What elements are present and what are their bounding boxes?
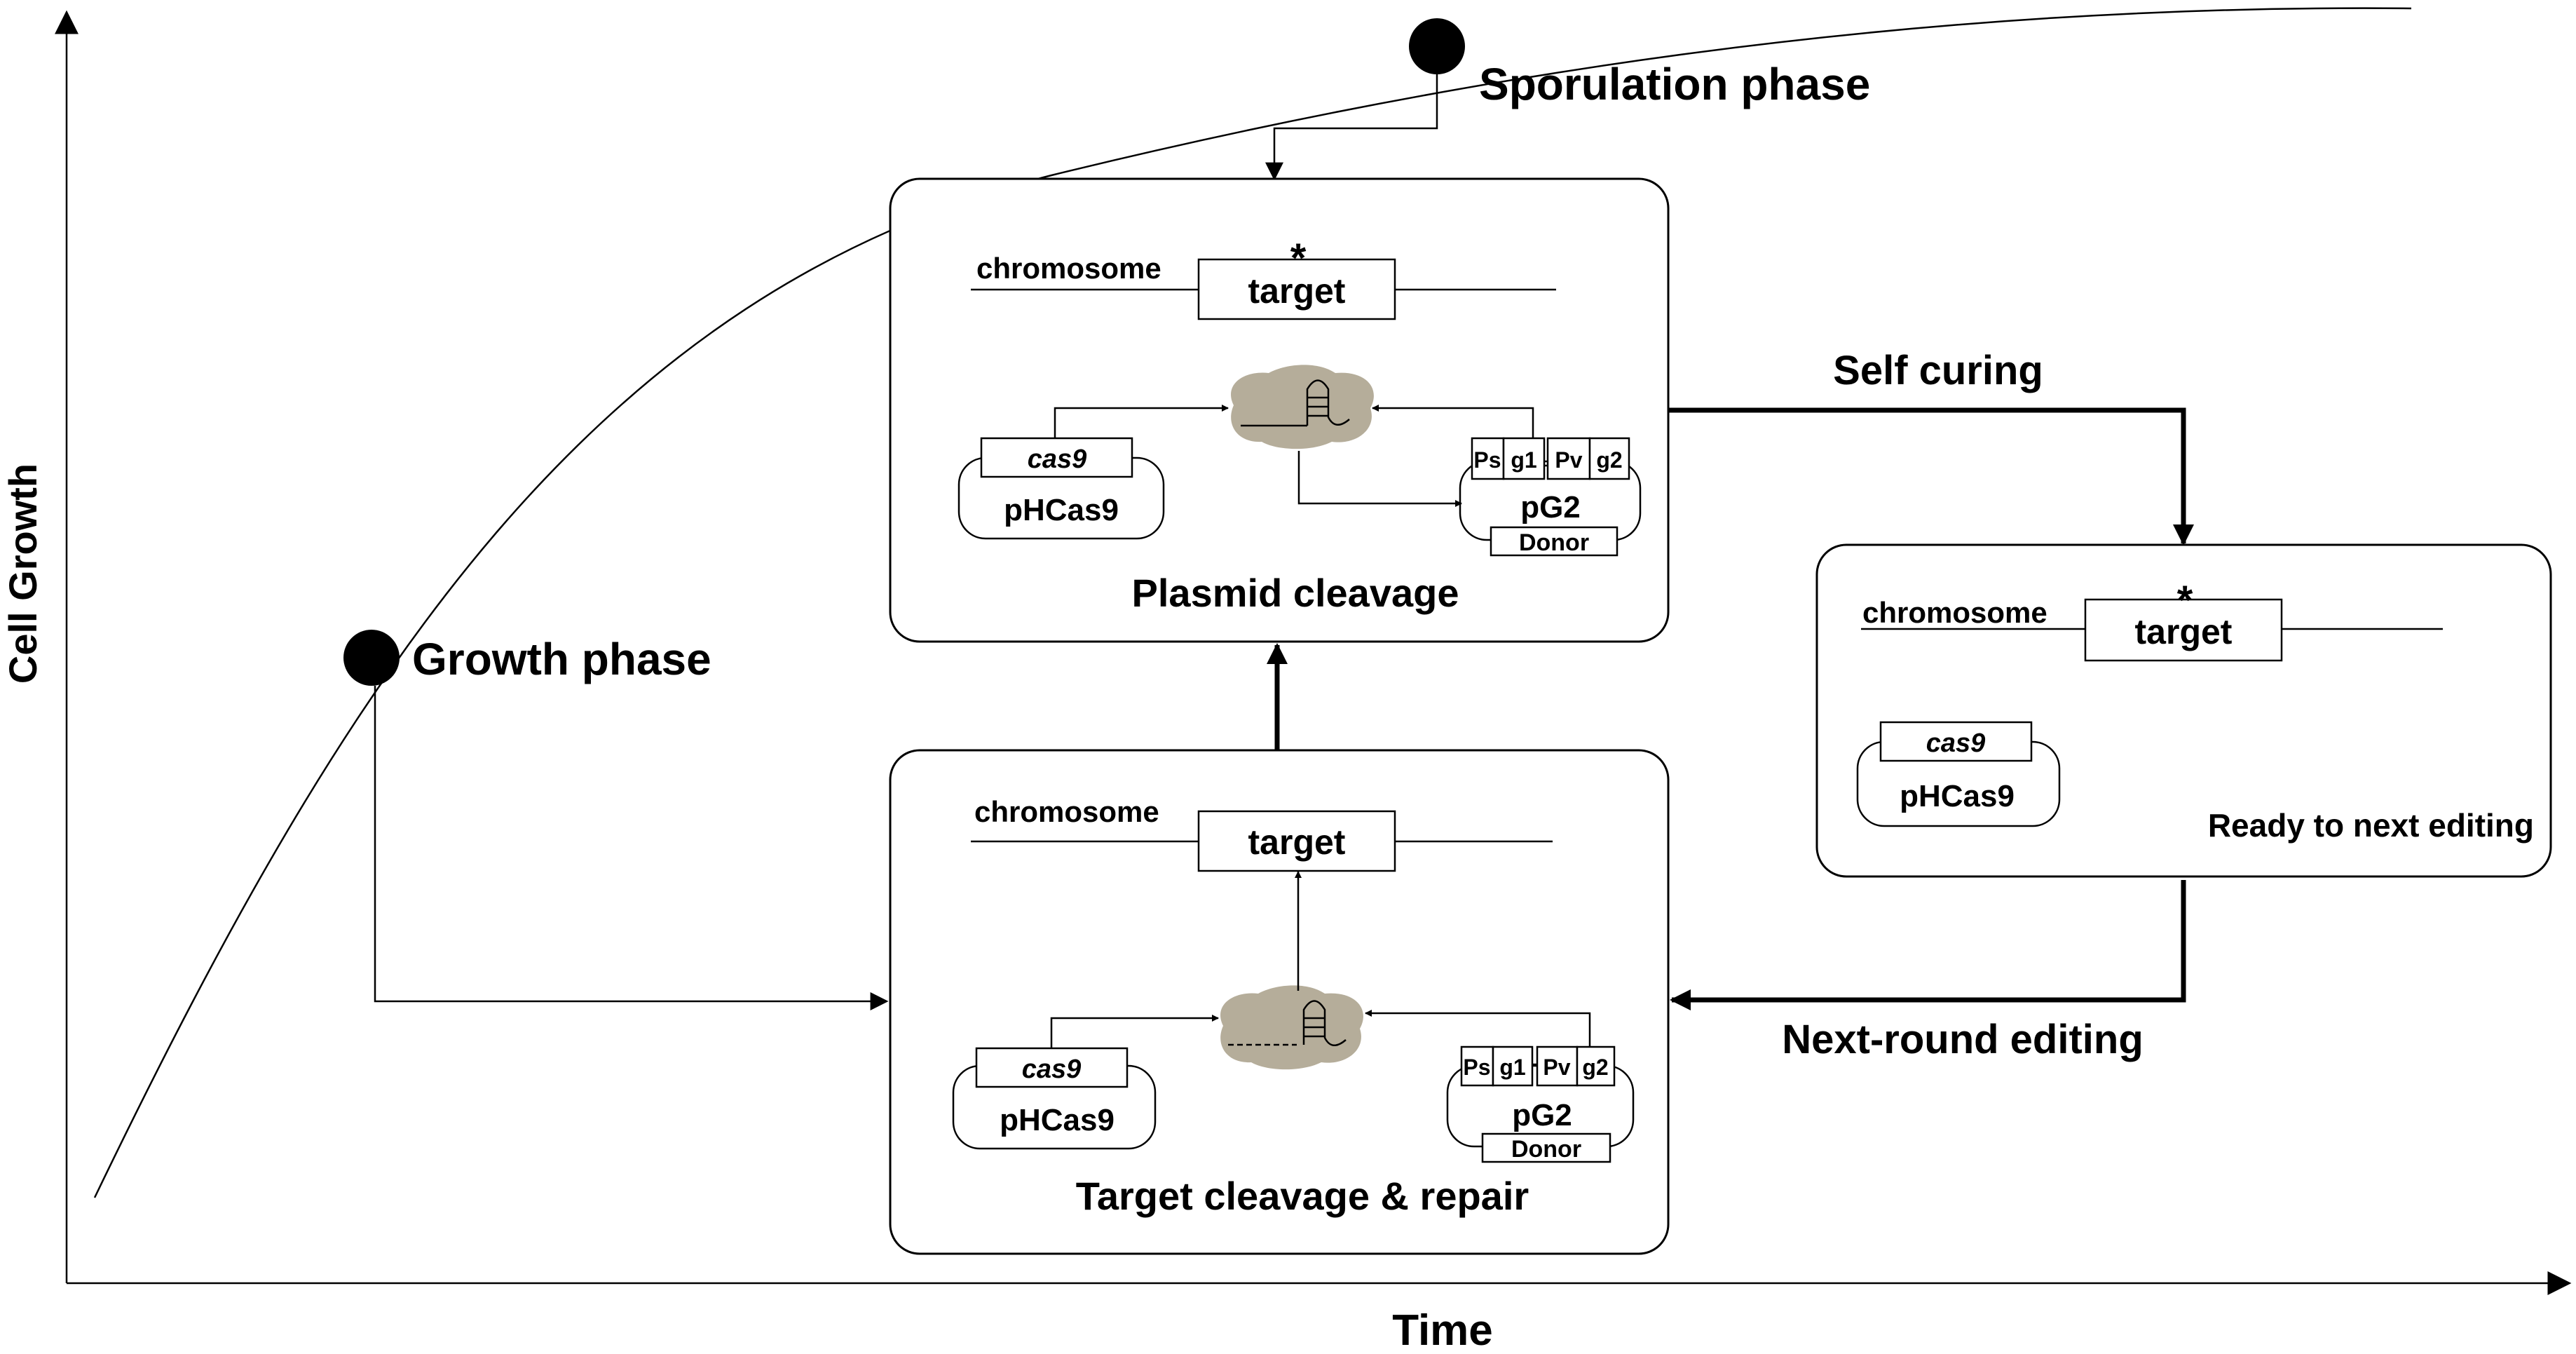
target-label: target: [2135, 612, 2233, 651]
pv-label: Pv: [1555, 447, 1582, 473]
sporulation-to-plasmid-arrow: [1265, 74, 1438, 181]
self-curing-arrow: [1668, 407, 2194, 546]
phcas9-label: pHCas9: [1004, 493, 1119, 527]
g2-label: g2: [1596, 447, 1622, 473]
y-axis-label: Cell Growth: [1, 463, 45, 684]
ready-next-editing-title: Ready to next editing: [2208, 807, 2534, 844]
x-axis-label: Time: [1392, 1306, 1493, 1354]
growth-phase-label: Growth phase: [412, 634, 711, 684]
target-cleavage-title: Target cleavage & repair: [1076, 1174, 1529, 1218]
target-label: target: [1248, 271, 1346, 311]
g1-label: g1: [1511, 447, 1536, 473]
pg2-label: pG2: [1520, 490, 1581, 524]
ps-label: Ps: [1473, 447, 1501, 473]
chromosome-label: chromosome: [974, 795, 1159, 828]
phcas9-label: pHCas9: [1900, 779, 2015, 813]
plasmid-cleavage-panel: chromosome target * cas9 pHCas9 Ps g1 Pv…: [889, 177, 1670, 643]
donor-label: Donor: [1519, 529, 1589, 556]
g1-label: g1: [1499, 1055, 1525, 1080]
g2-label: g2: [1582, 1055, 1608, 1080]
chromosome-label: chromosome: [976, 252, 1161, 285]
cas9-complex: [1231, 365, 1374, 449]
pg2-label: pG2: [1512, 1098, 1572, 1132]
donor-label: Donor: [1511, 1136, 1581, 1163]
self-curing-label: Self curing: [1833, 348, 2043, 393]
next-round-label: Next-round editing: [1782, 1017, 2144, 1062]
plasmid-cleavage-title: Plasmid cleavage: [1132, 571, 1459, 615]
phcas9-label: pHCas9: [1000, 1103, 1115, 1137]
growth-curve: [93, 7, 2412, 1198]
sporulation-phase-label: Sporulation phase: [1479, 59, 1870, 109]
chromosome-label: chromosome: [1862, 596, 2047, 629]
cas9-complex: [1220, 985, 1363, 1070]
target-cleavage-panel: chromosome target cas9 pHCas9 Ps g1 Pv g…: [889, 749, 1670, 1255]
ps-label: Ps: [1463, 1055, 1490, 1080]
growth-to-target-arrow: [374, 686, 889, 1010]
cas9-label: cas9: [1926, 729, 1986, 758]
pv-label: Pv: [1543, 1055, 1570, 1080]
ready-next-editing-panel: chromosome target * cas9 pHCas9 Ready to…: [1815, 543, 2552, 878]
sporulation-phase-dot: [1409, 18, 1465, 74]
edit-mark: *: [1290, 236, 1307, 281]
growth-phase-dot: [343, 630, 400, 686]
edit-mark: *: [2177, 578, 2193, 623]
cas9-label: cas9: [1028, 445, 1087, 474]
cas9-label: cas9: [1022, 1055, 1082, 1084]
target-label: target: [1248, 822, 1346, 862]
next-round-arrow: [1670, 880, 2186, 1010]
